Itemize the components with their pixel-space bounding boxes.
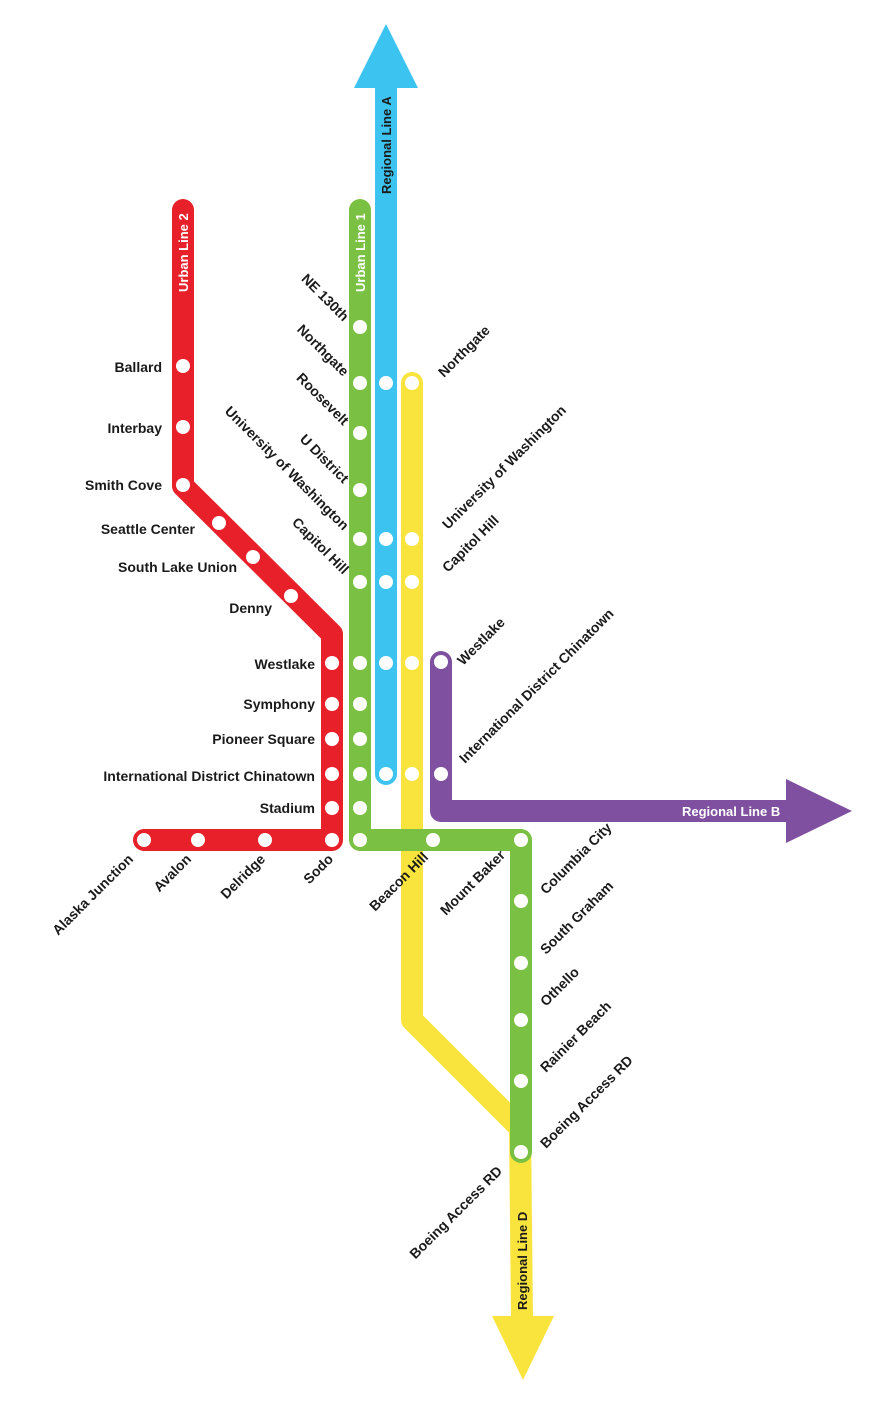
station-dot[interactable] [434, 767, 448, 781]
regional-line-d-label: Regional Line D [515, 1212, 530, 1310]
station-dot[interactable] [325, 767, 339, 781]
station-label-pioneer-square: Pioneer Square [212, 731, 315, 747]
urban-line-2-label: Urban Line 2 [176, 213, 191, 292]
station-label-northgate-yellow: Northgate [435, 322, 493, 380]
station-dot[interactable] [353, 732, 367, 746]
station-dot[interactable] [379, 376, 393, 390]
station-label-roosevelt: Roosevelt [294, 369, 353, 428]
station-dot[interactable] [353, 575, 367, 589]
station-label-delridge: Delridge [217, 851, 268, 902]
station-dot[interactable] [405, 376, 419, 390]
station-dot[interactable] [426, 833, 440, 847]
station-dot[interactable] [325, 801, 339, 815]
station-label-rainier-beach: Rainier Beach [537, 998, 614, 1075]
station-dot[interactable] [258, 833, 272, 847]
station-dot[interactable] [379, 532, 393, 546]
station-label-westlake-red: Westlake [255, 656, 316, 672]
station-dot[interactable] [176, 359, 190, 373]
station-label-mount-baker: Mount Baker [437, 846, 509, 918]
station-dot[interactable] [137, 833, 151, 847]
station-dot[interactable] [405, 532, 419, 546]
station-dot[interactable] [379, 575, 393, 589]
station-label-uw-yellow: University of Washington [439, 402, 569, 532]
station-dot[interactable] [514, 833, 528, 847]
station-label-interbay: Interbay [108, 420, 163, 436]
regional-line-b-label: Regional Line B [682, 804, 780, 819]
station-dot[interactable] [405, 575, 419, 589]
station-dot[interactable] [325, 833, 339, 847]
station-dot[interactable] [353, 376, 367, 390]
station-dot[interactable] [246, 550, 260, 564]
station-dot[interactable] [353, 426, 367, 440]
station-label-alaska-junction: Alaska Junction [49, 851, 136, 938]
station-dot[interactable] [353, 483, 367, 497]
station-dot[interactable] [514, 956, 528, 970]
station-dot[interactable] [353, 532, 367, 546]
station-dot[interactable] [514, 1145, 528, 1159]
regional-line-b-arrow [786, 779, 852, 843]
station-dot[interactable] [379, 767, 393, 781]
station-dot[interactable] [379, 656, 393, 670]
regional-line-a-arrow [354, 24, 418, 88]
station-label-smith-cove: Smith Cove [85, 477, 162, 493]
urban-line-1-route [349, 199, 532, 1163]
urban-line-1-label: Urban Line 1 [353, 213, 368, 292]
station-dot[interactable] [325, 697, 339, 711]
station-label-seattle-center: Seattle Center [101, 521, 196, 537]
station-label-westlake-purple: Westlake [454, 614, 508, 668]
station-dot[interactable] [514, 1074, 528, 1088]
station-label-symphony: Symphony [243, 696, 315, 712]
station-dot[interactable] [353, 320, 367, 334]
station-dot[interactable] [353, 833, 367, 847]
station-dots [137, 320, 528, 1159]
station-dot[interactable] [405, 767, 419, 781]
station-label-ballard: Ballard [115, 359, 162, 375]
station-label-othello: Othello [537, 964, 582, 1009]
regional-line-a-label: Regional Line A [379, 96, 394, 194]
station-dot[interactable] [514, 1013, 528, 1027]
station-dot[interactable] [434, 655, 448, 669]
regional-line-d-arrow [492, 1316, 554, 1380]
station-dot[interactable] [353, 656, 367, 670]
station-dot[interactable] [212, 516, 226, 530]
regional-line-d-route [401, 372, 554, 1380]
station-label-ne-130th: NE 130th [299, 270, 353, 324]
station-label-stadium: Stadium [260, 800, 315, 816]
station-dot[interactable] [325, 732, 339, 746]
station-label-boeing-access-rd-yellow: Boeing Access RD [406, 1163, 505, 1262]
regional-line-b-route [430, 651, 852, 843]
station-label-sodo: Sodo [300, 851, 336, 887]
station-label-avalon: Avalon [150, 851, 194, 895]
station-dot[interactable] [353, 697, 367, 711]
station-dot[interactable] [191, 833, 205, 847]
station-dot[interactable] [325, 656, 339, 670]
station-label-intl-district-red: International District Chinatown [103, 768, 315, 784]
station-dot[interactable] [284, 589, 298, 603]
station-label-denny: Denny [229, 600, 272, 616]
station-label-south-lake-union: South Lake Union [118, 559, 237, 575]
station-dot[interactable] [514, 894, 528, 908]
station-dot[interactable] [176, 478, 190, 492]
station-dot[interactable] [176, 420, 190, 434]
station-dot[interactable] [405, 656, 419, 670]
station-dot[interactable] [353, 801, 367, 815]
station-dot[interactable] [353, 767, 367, 781]
